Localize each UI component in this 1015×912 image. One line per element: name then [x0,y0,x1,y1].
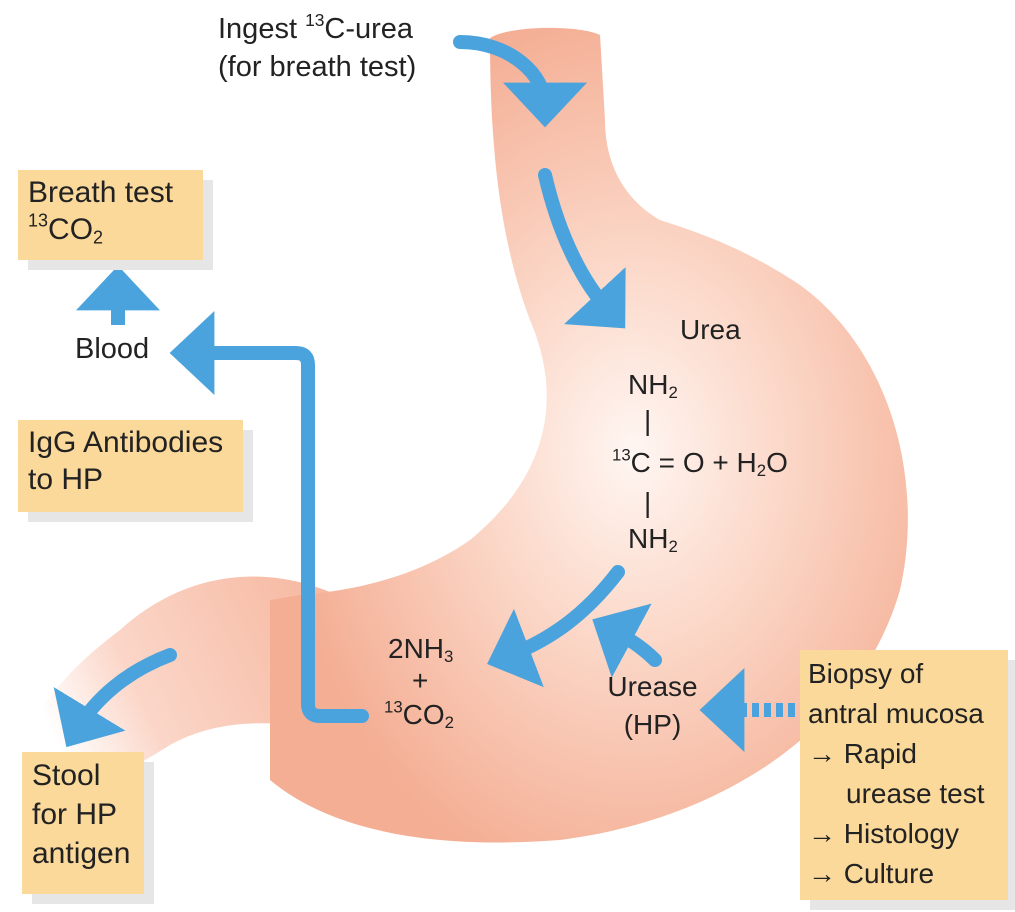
urea-nh2-bottom: NH2 [628,522,678,556]
breath-co2-label: 13CO2 [28,211,193,248]
urea-nh2-top: NH2 [628,368,678,402]
urea-label: Urea [680,314,741,346]
ingest-label: Ingest 13C-urea (for breath test) [218,10,416,86]
breath-test-box: Breath test 13CO2 [18,170,203,260]
products-plus: + [412,664,428,698]
biopsy-box: Biopsy of antral mucosa → Rapid urease t… [800,650,1008,900]
products-co2: 13CO2 [384,698,454,732]
urease-label: Urease (HP) [600,668,705,744]
stool-box: Stool for HP antigen [22,752,144,894]
urea-center-line: 13C = O + H2O [612,446,788,480]
blood-label: Blood [75,333,149,366]
products-nh3: 2NH3 [388,632,453,666]
breath-test-label: Breath test [28,174,193,211]
urea-bond-top: | [644,404,651,438]
urea-bond-bottom: | [644,486,651,520]
igg-box: IgG Antibodies to HP [18,420,243,512]
